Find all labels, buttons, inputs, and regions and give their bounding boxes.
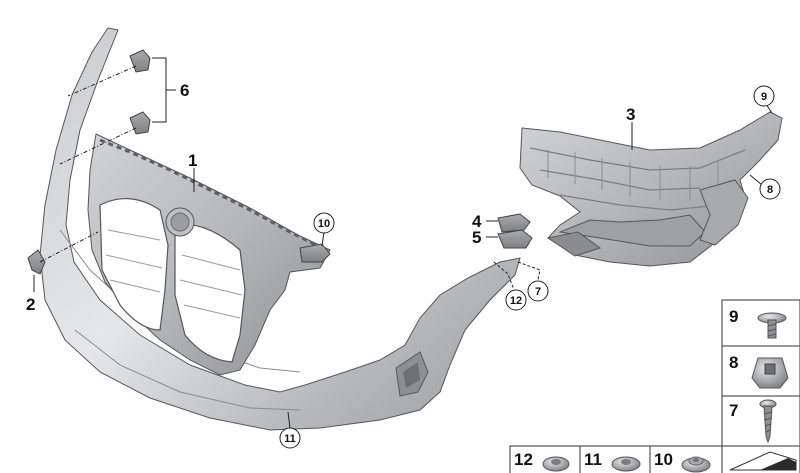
legend-item-9: 9 (729, 307, 787, 339)
bumper-trim-panel (39, 27, 521, 431)
leader-lines (33, 57, 773, 429)
callout-3: 3 (626, 105, 635, 124)
callout-11: 11 (279, 427, 301, 449)
svg-text:7: 7 (535, 286, 541, 298)
legend-item-10: 10 (654, 450, 711, 473)
legend-item-8: 8 (729, 353, 789, 389)
svg-text:10: 10 (318, 218, 330, 230)
svg-text:11: 11 (284, 433, 296, 445)
callout-labels: 1 2 3 4 5 6 7 8 9 10 11 12 (26, 81, 781, 449)
svg-text:12: 12 (510, 295, 522, 307)
brackets-4-5 (497, 213, 533, 249)
bumper-top-mount (299, 243, 331, 263)
legend-right-column: 9 8 7 (721, 299, 800, 447)
svg-text:10: 10 (654, 450, 673, 469)
callout-4: 4 (472, 212, 482, 231)
svg-text:7: 7 (729, 401, 738, 420)
bumper-carrier-grille (87, 133, 331, 376)
bumper-support-carrier (519, 111, 783, 267)
svg-text:8: 8 (767, 184, 773, 196)
legend-bottom-row: 12 11 10 (509, 445, 800, 473)
svg-text:12: 12 (514, 450, 533, 469)
svg-text:9: 9 (729, 307, 738, 326)
svg-text:9: 9 (761, 91, 767, 103)
mounting-clips-top (129, 49, 151, 135)
side-bracket-left (27, 249, 46, 275)
callout-9: 9 (753, 85, 775, 107)
legend-item-7: 7 (729, 399, 777, 444)
callout-7: 7 (527, 280, 549, 302)
svg-text:11: 11 (584, 450, 602, 469)
callout-5: 5 (472, 228, 481, 247)
callout-1: 1 (188, 151, 197, 170)
legend-item-11: 11 (584, 450, 641, 472)
callout-6: 6 (180, 81, 189, 100)
callout-12: 12 (505, 289, 527, 311)
legend-item-tape (729, 451, 797, 471)
svg-text:8: 8 (729, 353, 738, 372)
legend-item-12: 12 (514, 450, 570, 472)
callout-8: 8 (759, 178, 781, 200)
callout-10: 10 (313, 212, 335, 234)
callout-2: 2 (26, 295, 35, 314)
